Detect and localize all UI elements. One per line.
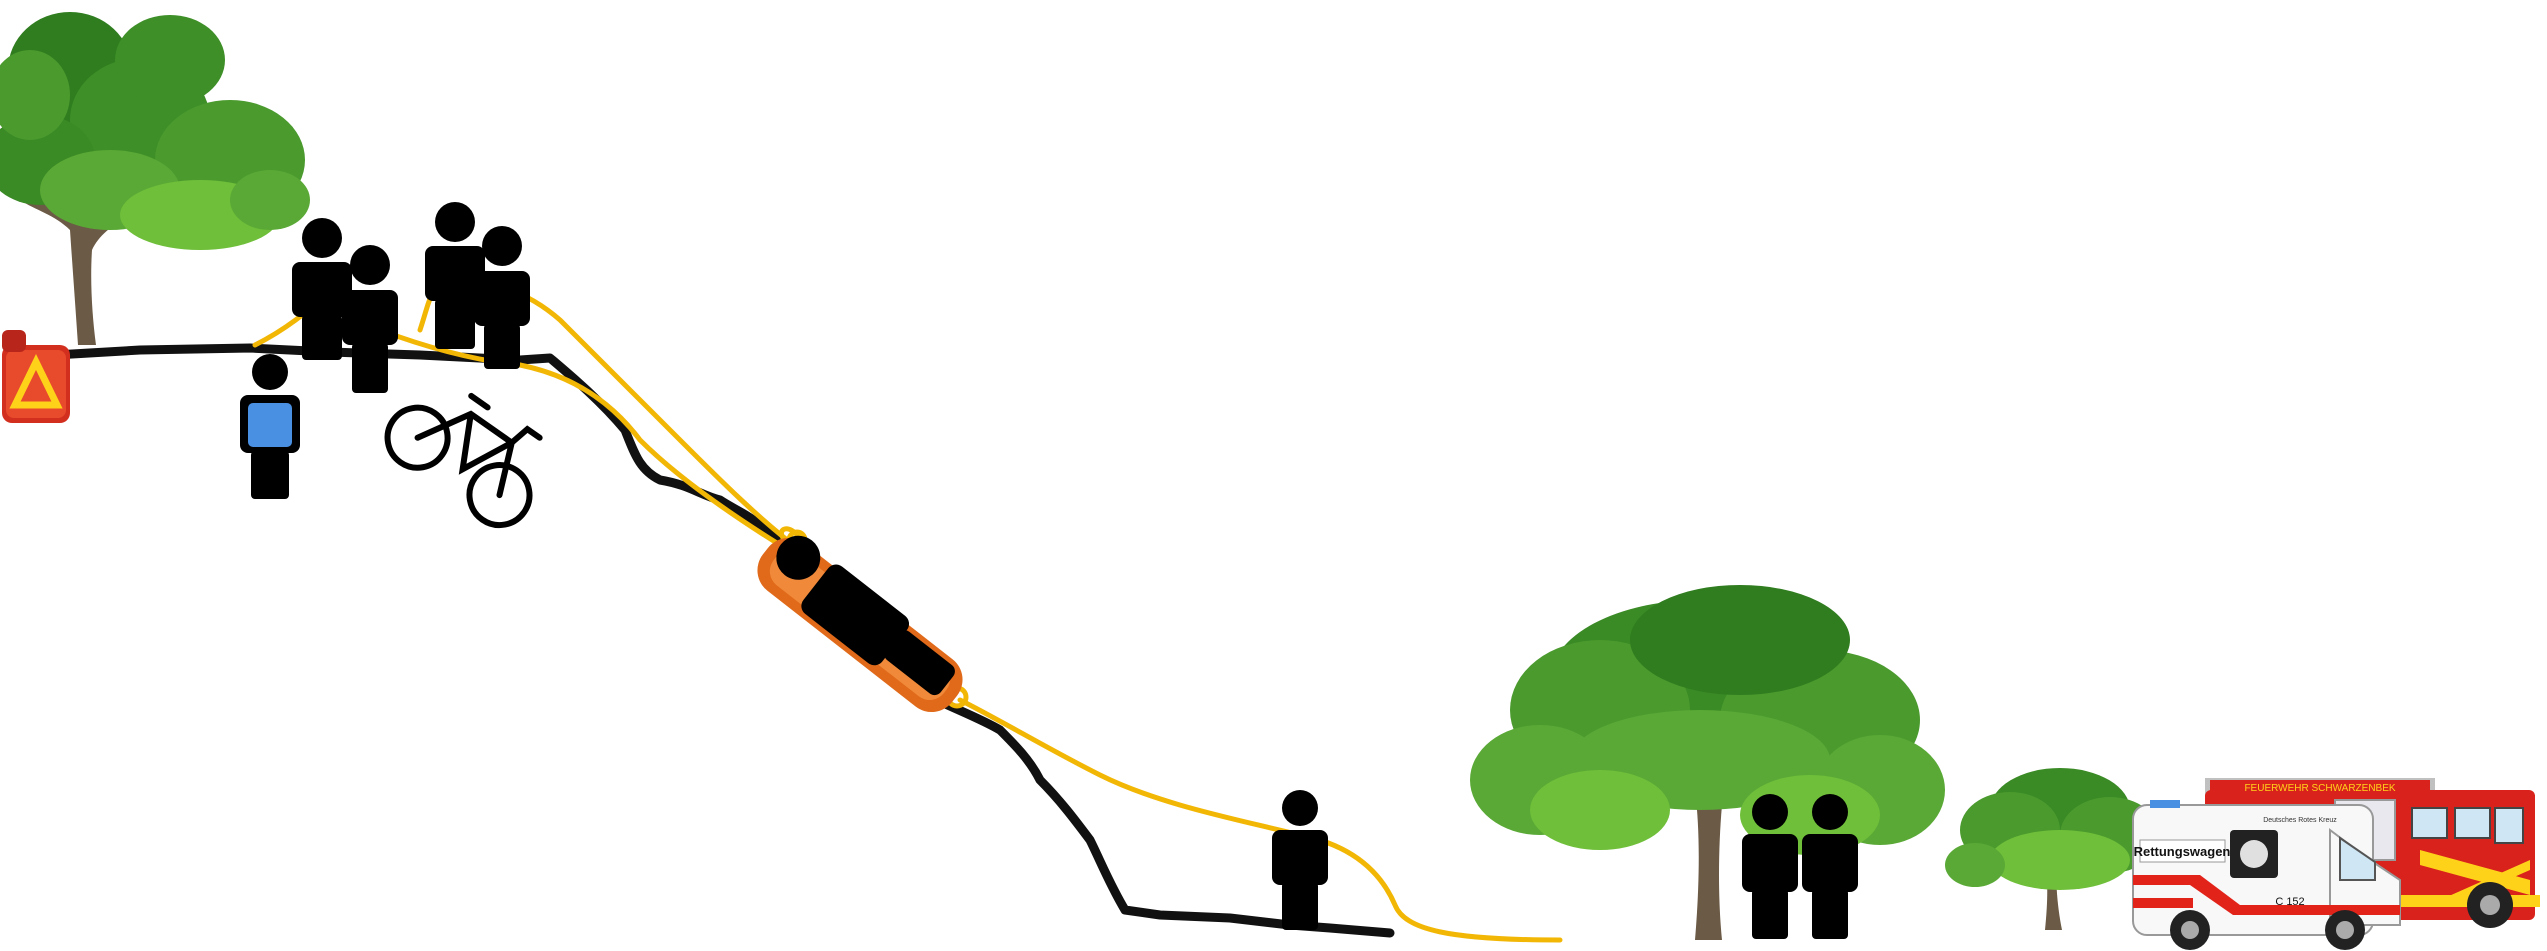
person-icon-slope [1272, 790, 1328, 930]
firetruck-label: FEUERWEHR SCHWARZENBEK [2244, 783, 2395, 794]
tree-icon-top-left [0, 12, 310, 345]
rope [255, 282, 1560, 940]
first-aid-bag-icon [2, 330, 70, 423]
person-icon-top-4 [474, 226, 530, 369]
stretcher-icon [747, 522, 977, 723]
tree-icon-small-right [1945, 768, 2160, 930]
tree-icon-large-right [1470, 585, 1945, 940]
ambulance-icon: Rettungswagen Deutsches Rotes Kreuz C 15… [2133, 800, 2400, 950]
ambulance-small-text: Deutsches Rotes Kreuz [2263, 817, 2337, 824]
person-icon-with-badge [240, 354, 300, 499]
badge-icon [248, 403, 292, 447]
bicycle-icon [376, 363, 564, 537]
ambulance-label: Rettungswagen [2134, 844, 2231, 859]
person-icon-top-2 [342, 245, 398, 393]
